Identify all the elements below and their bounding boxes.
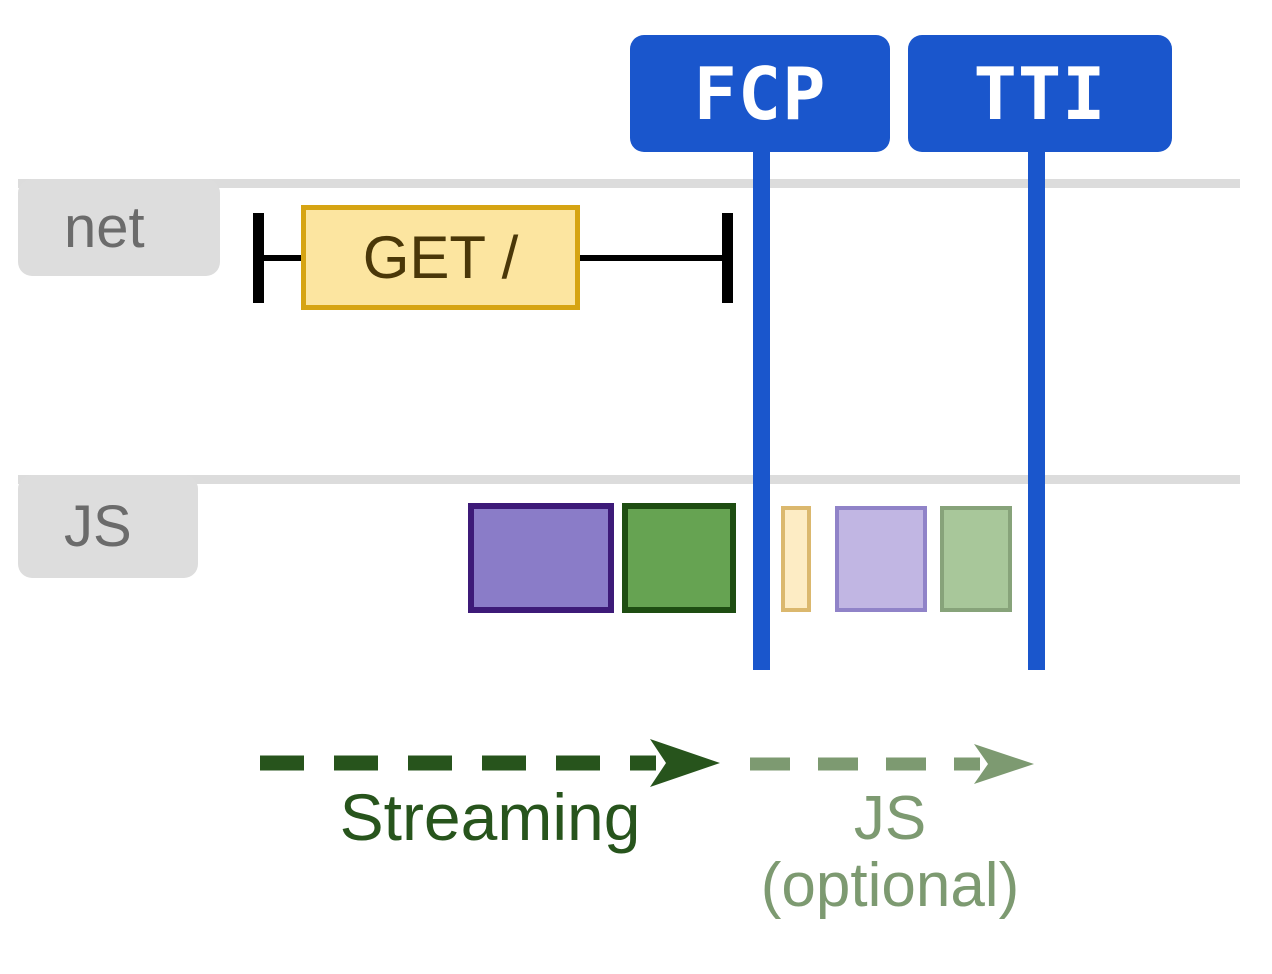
lane-rule-net bbox=[18, 179, 1240, 188]
request-bar-label: GET / bbox=[362, 223, 519, 291]
request-connector-right bbox=[576, 255, 728, 261]
js-task-block[interactable] bbox=[468, 503, 614, 613]
marker-badge-fcp[interactable]: FCP bbox=[630, 35, 890, 152]
js-task-block[interactable] bbox=[622, 503, 736, 613]
marker-badge-tti-label: TTI bbox=[973, 51, 1107, 136]
marker-badge-fcp-label: FCP bbox=[693, 51, 827, 136]
marker-badge-tti[interactable]: TTI bbox=[908, 35, 1172, 152]
phase-arrow-streaming bbox=[258, 735, 728, 791]
request-connector-left bbox=[253, 255, 306, 261]
phase-label-streaming: Streaming bbox=[180, 780, 800, 854]
request-whisker-right bbox=[722, 213, 733, 303]
lane-label-js: JS bbox=[18, 475, 198, 578]
phase-label-streaming-text: Streaming bbox=[339, 780, 641, 854]
marker-line-tti bbox=[1028, 152, 1045, 670]
phase-label-js-line1: JS bbox=[853, 784, 927, 853]
lane-label-js-text: JS bbox=[64, 493, 132, 559]
js-task-block[interactable] bbox=[835, 506, 927, 612]
marker-line-fcp bbox=[753, 152, 770, 670]
js-task-block[interactable] bbox=[940, 506, 1012, 612]
js-task-block[interactable] bbox=[781, 506, 811, 612]
phase-arrow-js-optional bbox=[748, 740, 1038, 788]
phase-label-js-optional: JS (optional) bbox=[700, 784, 1080, 920]
lane-label-net-text: net bbox=[64, 194, 145, 260]
lane-label-net: net bbox=[18, 179, 220, 276]
lane-rule-js bbox=[18, 475, 1240, 484]
request-bar-get-root[interactable]: GET / bbox=[301, 205, 580, 310]
phase-label-js-line2: (optional) bbox=[760, 850, 1020, 920]
